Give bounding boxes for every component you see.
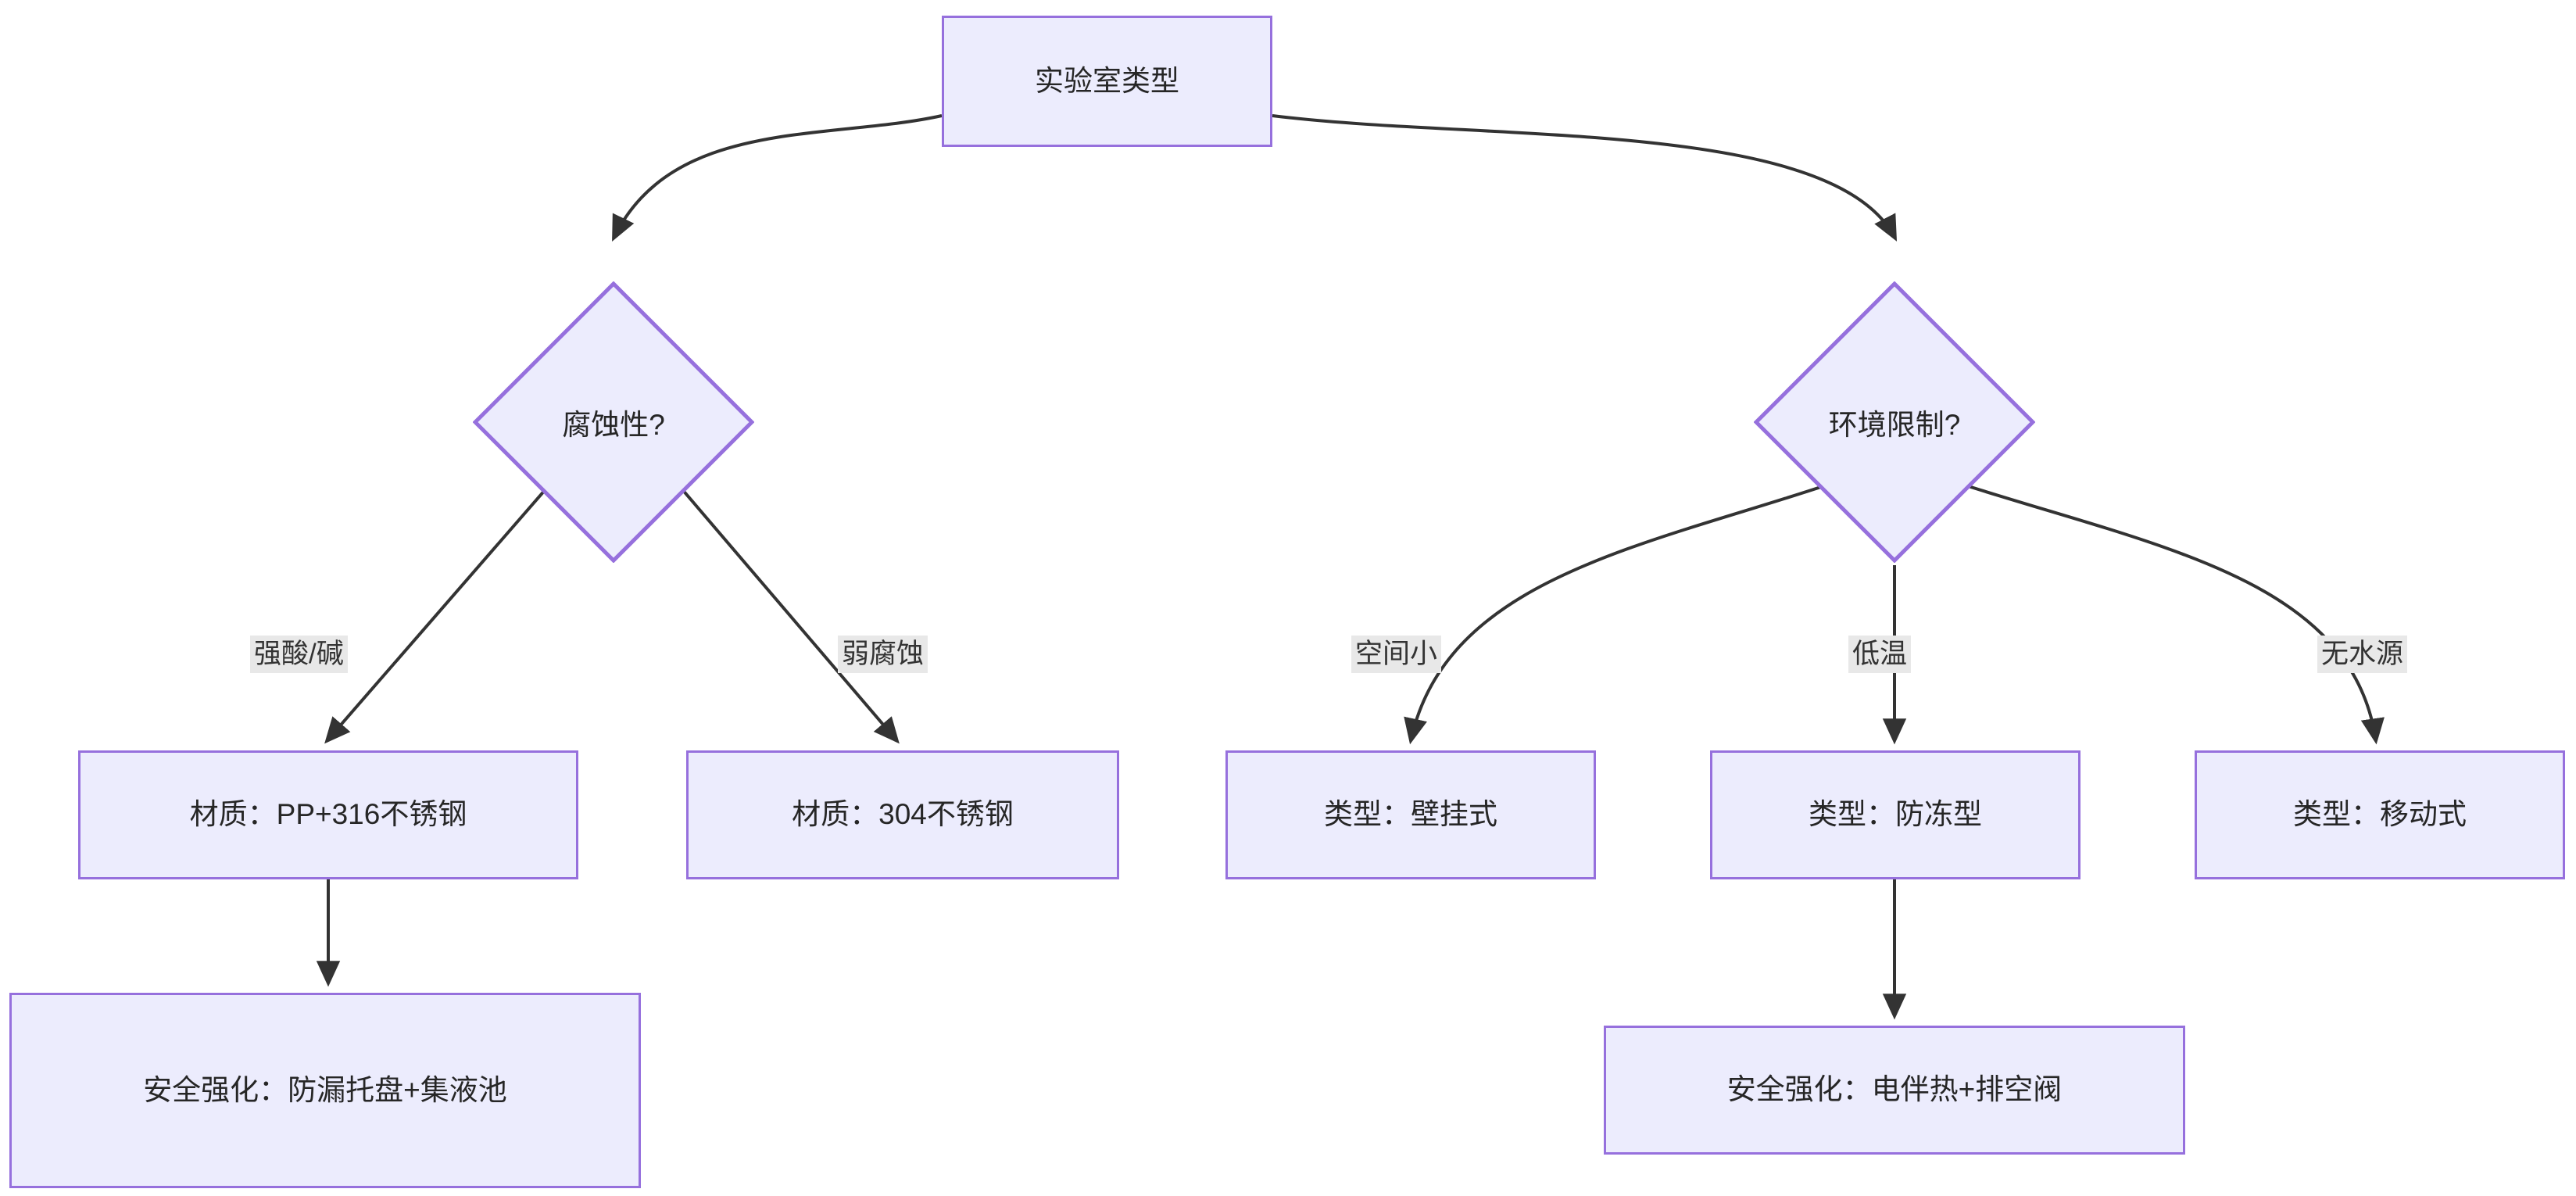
node-type-antifreeze-label: 类型：防冻型 [1809, 798, 1982, 831]
edge-environment-to-wall [1404, 482, 1834, 745]
diamond-shape-corrosive [473, 281, 754, 563]
edge-label-weak-corrosion: 弱腐蚀 [838, 636, 928, 673]
node-type-mobile[interactable]: 类型：移动式 [2195, 750, 2565, 879]
edge-label-small-space: 空间小 [1351, 636, 1442, 673]
node-safety-tray[interactable]: 安全强化：防漏托盘+集液池 [9, 993, 641, 1188]
node-type-antifreeze[interactable]: 类型：防冻型 [1710, 750, 2080, 879]
node-decision-environment[interactable]: 环境限制? [1754, 281, 2035, 563]
node-safety-tray-label: 安全强化：防漏托盘+集液池 [143, 1073, 507, 1106]
node-material-pp316[interactable]: 材质：PP+316不锈钢 [78, 750, 578, 879]
node-type-wall[interactable]: 类型：壁挂式 [1225, 750, 1596, 879]
node-type-mobile-label: 类型：移动式 [2293, 798, 2467, 831]
edge-corrosive-to-304 [675, 482, 900, 744]
edge-environment-to-mobile [1958, 482, 2385, 745]
node-material-304[interactable]: 材质：304不锈钢 [686, 750, 1119, 879]
node-material-304-label: 材质：304不锈钢 [792, 798, 1014, 831]
node-root-label: 实验室类型 [1035, 64, 1179, 97]
node-type-wall-label: 类型：壁挂式 [1324, 798, 1497, 831]
node-material-pp316-label: 材质：PP+316不锈钢 [189, 798, 467, 831]
node-root[interactable]: 实验室类型 [942, 16, 1272, 147]
edge-label-no-water: 无水源 [2317, 636, 2408, 673]
edge-root-to-corrosive [612, 114, 943, 242]
edge-corrosive-to-pp316 [324, 482, 553, 744]
edge-label-low-temp: 低温 [1848, 636, 1912, 673]
edge-label-strong-acid: 强酸/碱 [250, 636, 348, 673]
diamond-shape-environment [1754, 281, 2035, 563]
node-decision-corrosive[interactable]: 腐蚀性? [473, 281, 754, 563]
node-safety-heattrace-label: 安全强化：电伴热+排空阀 [1726, 1073, 2063, 1106]
node-safety-heattrace[interactable]: 安全强化：电伴热+排空阀 [1604, 1026, 2185, 1155]
edge-root-to-environment [1272, 114, 1898, 242]
